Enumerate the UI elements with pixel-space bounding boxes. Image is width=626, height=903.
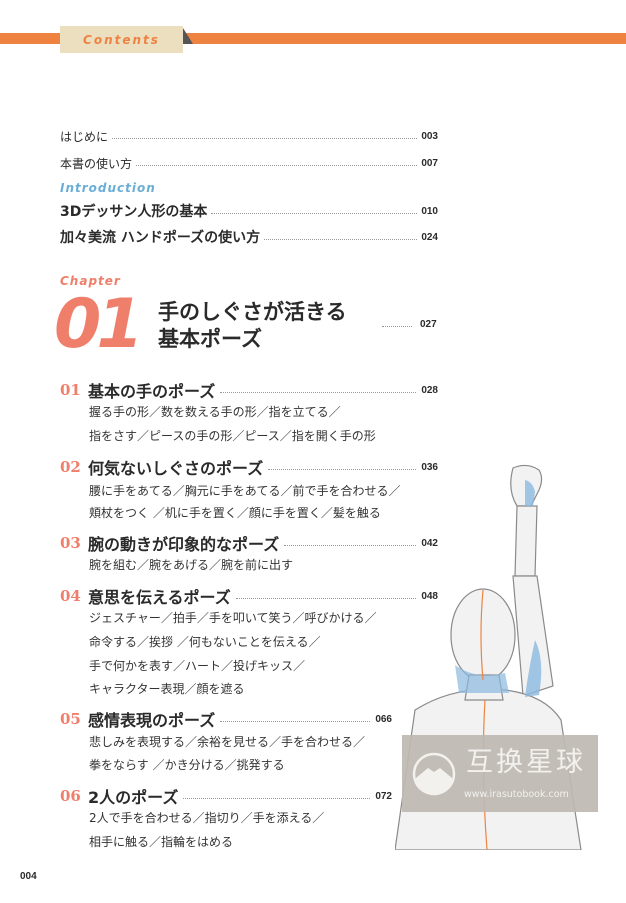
entry-title: 本書の使い方 xyxy=(60,157,133,171)
leader-dots xyxy=(235,597,417,599)
chapter-title[interactable]: 手のしぐさが活きる基本ポーズ xyxy=(158,299,347,353)
figure-head xyxy=(450,588,516,682)
leader-dots xyxy=(264,238,418,240)
section-page: 042 xyxy=(421,537,438,549)
section-subtopics: 握る手の形／数を数える手の形／指を立てる／ xyxy=(89,405,341,419)
entry-title: 加々美流 ハンドポーズの使い方 xyxy=(60,230,261,246)
entry-title: 3Dデッサン人形の基本 xyxy=(60,204,208,220)
section-page: 036 xyxy=(421,461,438,473)
section-number: 04 xyxy=(60,587,81,605)
toc-entry-front-1[interactable]: はじめに 003 xyxy=(60,128,438,145)
chapter-title-line1: 手のしぐさが活きる xyxy=(158,300,347,324)
introduction-label: Introduction xyxy=(60,181,156,195)
section-title: 基本の手のポーズ xyxy=(88,382,216,401)
chapter-number: 01 xyxy=(54,285,144,364)
figure-upper-arm xyxy=(512,575,554,697)
leader-dots xyxy=(284,544,417,546)
toc-section-02[interactable]: 02 何気ないしぐさのポーズ 036 xyxy=(60,455,438,479)
toc-section-01[interactable]: 01 基本の手のポーズ 028 xyxy=(60,378,438,402)
page-number: 004 xyxy=(20,871,37,882)
section-subtopics: 命令する／挨拶 ／何もないことを伝える／ xyxy=(89,635,321,649)
entry-page: 010 xyxy=(421,205,438,217)
toc-entry-intro-1[interactable]: 3Dデッサン人形の基本 010 xyxy=(60,201,438,221)
toc-section-06[interactable]: 06 2人のポーズ 072 xyxy=(60,784,392,808)
figure-forearm xyxy=(514,505,538,577)
section-number: 02 xyxy=(60,458,81,476)
section-title: 腕の動きが印象的なポーズ xyxy=(88,535,280,554)
toc-section-04[interactable]: 04 意思を伝えるポーズ 048 xyxy=(60,584,438,608)
section-page: 028 xyxy=(421,384,438,396)
section-page: 066 xyxy=(375,713,392,725)
entry-title: はじめに xyxy=(60,130,109,144)
section-number: 05 xyxy=(60,710,81,728)
section-subtopics: 拳をならす ／かき分ける／挑発する xyxy=(89,758,285,772)
toc-section-05[interactable]: 05 感情表現のポーズ 066 xyxy=(60,707,392,731)
section-number: 06 xyxy=(60,787,81,805)
section-page: 048 xyxy=(421,590,438,602)
toc-entry-front-2[interactable]: 本書の使い方 007 xyxy=(60,155,438,172)
section-subtopics: 頬杖をつく ／机に手を置く／顔に手を置く／髪を触る xyxy=(89,506,381,520)
leader-dots xyxy=(220,391,417,393)
mountain-logo-icon xyxy=(412,752,456,796)
section-subtopics: 腰に手をあてる／胸元に手をあてる／前で手を合わせる／ xyxy=(89,484,401,498)
header-bar xyxy=(0,33,626,44)
section-title: 感情表現のポーズ xyxy=(88,711,216,730)
leader-dots xyxy=(136,165,418,166)
section-subtopics: 手で何かを表す／ハート／投げキッス／ xyxy=(89,659,306,673)
entry-page: 003 xyxy=(421,131,438,142)
section-subtopics: 腕を組む／腕をあげる／腕を前に出す xyxy=(89,558,294,572)
leader-dots xyxy=(220,720,371,722)
chapter-label: Chapter xyxy=(60,274,121,288)
section-subtopics: 悲しみを表現する／余裕を見せる／手を合わせる／ xyxy=(89,735,366,749)
section-subtopics: 2人で手を合わせる／指切り／手を添える／ xyxy=(89,811,325,825)
figure-shading xyxy=(525,480,535,506)
section-subtopics: キャラクター表現／顔を遮る xyxy=(89,682,245,696)
section-title: 意思を伝えるポーズ xyxy=(88,588,231,607)
toc-entry-intro-2[interactable]: 加々美流 ハンドポーズの使い方 024 xyxy=(60,227,438,247)
section-subtopics: 相手に触る／指輪をはめる xyxy=(89,835,234,849)
tab-corner-decoration xyxy=(183,28,193,44)
section-page: 072 xyxy=(375,790,392,802)
chapter-title-line2: 基本ポーズ xyxy=(158,327,262,351)
leader-dots xyxy=(211,212,418,214)
watermark: 互换星球 www.irasutobook.com xyxy=(402,735,598,812)
toc-section-03[interactable]: 03 腕の動きが印象的なポーズ 042 xyxy=(60,531,438,555)
leader-dots xyxy=(268,468,417,470)
section-number: 03 xyxy=(60,534,81,552)
section-number: 01 xyxy=(60,381,81,399)
section-title: 2人のポーズ xyxy=(88,788,179,807)
section-subtopics: ジェスチャー／拍手／手を叩いて笑う／呼びかける／ xyxy=(89,611,377,625)
leader-dots xyxy=(382,326,412,327)
contents-tab: Contents xyxy=(60,26,183,53)
chapter-page: 027 xyxy=(420,319,437,330)
watermark-url: www.irasutobook.com xyxy=(464,789,569,800)
section-subtopics: 指をさす／ピースの手の形／ピース／指を開く手の形 xyxy=(89,429,376,443)
leader-dots xyxy=(183,797,371,799)
section-title: 何気ないしぐさのポーズ xyxy=(88,459,264,478)
watermark-name: 互换星球 xyxy=(466,747,586,778)
entry-page: 007 xyxy=(421,158,438,169)
leader-dots xyxy=(112,138,418,139)
entry-page: 024 xyxy=(421,231,438,243)
